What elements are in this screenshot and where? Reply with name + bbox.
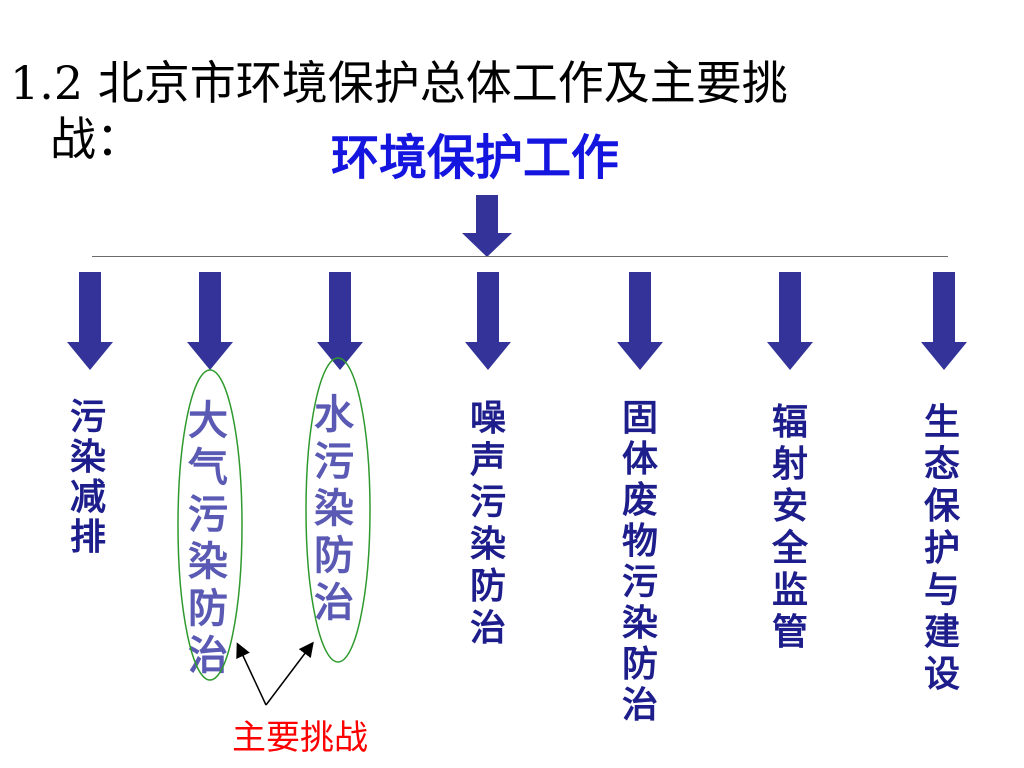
branch-label-3: 水污染防治 (314, 392, 354, 626)
branch-label-7: 生态保护与建设 (923, 402, 960, 695)
branch-label-4: 噪声污染防治 (469, 398, 506, 649)
branch-arrow-2 (187, 272, 233, 370)
pointer-line-air (236, 642, 267, 706)
slide-title: 1.2 北京市环境保护总体工作及主要挑 战： (10, 55, 1010, 167)
pointer-line-water (265, 641, 314, 706)
branch-label-1: 污染减排 (69, 397, 106, 558)
branch-arrow-5 (617, 272, 663, 370)
branch-label-2: 大气污染防治 (188, 398, 228, 679)
branch-arrow-4 (465, 272, 511, 370)
branch-arrow-3 (317, 272, 363, 370)
connector-line (92, 256, 948, 257)
title-line-2: 战： (50, 112, 142, 166)
challenge-annotation: 主要挑战 (232, 718, 368, 758)
branch-arrow-6 (767, 272, 813, 370)
branch-label-5: 固体废物污染防治 (621, 398, 658, 726)
root-node-label: 环境保护工作 (330, 130, 619, 186)
branch-arrow-7 (921, 272, 967, 370)
branch-label-6: 辐射安全监管 (771, 402, 808, 653)
root-down-arrow (462, 195, 512, 257)
branch-arrow-1 (67, 272, 113, 370)
title-line-1: 1.2 北京市环境保护总体工作及主要挑 (10, 56, 788, 110)
